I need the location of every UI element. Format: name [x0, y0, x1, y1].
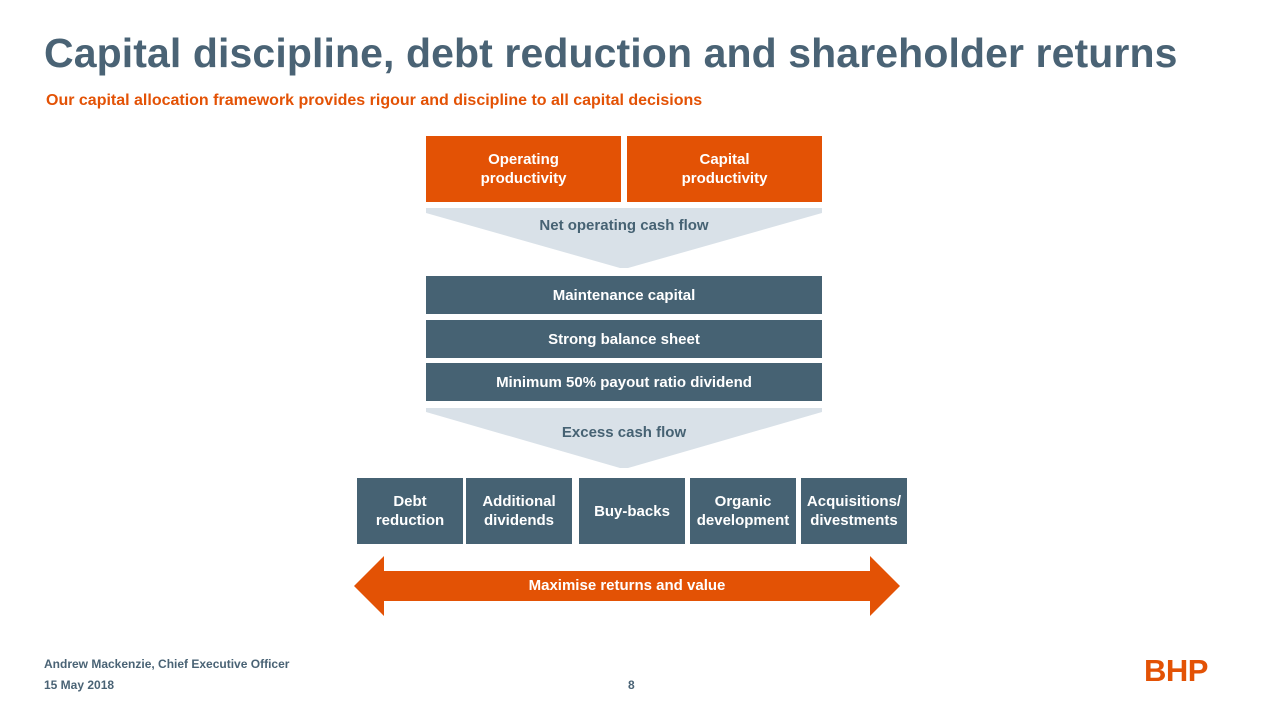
- page-number: 8: [628, 678, 635, 692]
- excess-cash-flow-label: Excess cash flow: [561, 424, 687, 441]
- operating-productivity-label: Operating productivity: [480, 151, 567, 187]
- maintenance-capital-bar: Maintenance capital: [426, 276, 822, 314]
- minimum-dividend-bar: Minimum 50% payout ratio dividend: [426, 363, 822, 401]
- double-headed-arrow-icon: [354, 556, 900, 616]
- acquisitions-divestments-label: Acquisitions/ divestments: [806, 493, 902, 529]
- bhp-logo: BHP: [1144, 653, 1208, 688]
- strong-balance-sheet-label: Strong balance sheet: [548, 330, 700, 348]
- debt-reduction-box: Debt reduction: [357, 478, 463, 544]
- additional-dividends-box: Additional dividends: [466, 478, 572, 544]
- presenter-name: Andrew Mackenzie, Chief Executive Office…: [44, 657, 290, 671]
- maximise-returns-label: Maximise returns and value: [528, 577, 726, 594]
- debt-reduction-label: Debt reduction: [375, 493, 445, 529]
- net-operating-cash-flow-chevron: [426, 208, 822, 268]
- net-operating-cash-flow-label: Net operating cash flow: [539, 217, 709, 234]
- acquisitions-divestments-box: Acquisitions/ divestments: [801, 478, 907, 544]
- slide-subtitle: Our capital allocation framework provide…: [46, 92, 703, 109]
- buy-backs-box: Buy-backs: [579, 478, 685, 544]
- minimum-dividend-label: Minimum 50% payout ratio dividend: [496, 373, 752, 391]
- buy-backs-label: Buy-backs: [594, 502, 670, 520]
- slide-title: Capital discipline, debt reduction and s…: [44, 30, 1178, 76]
- additional-dividends-label: Additional dividends: [482, 493, 556, 529]
- strong-balance-sheet-bar: Strong balance sheet: [426, 320, 822, 358]
- capital-productivity-box: Capital productivity: [627, 136, 822, 202]
- maintenance-capital-label: Maintenance capital: [552, 286, 696, 304]
- organic-development-box: Organic development: [690, 478, 796, 544]
- operating-productivity-box: Operating productivity: [426, 136, 621, 202]
- capital-productivity-label: Capital productivity: [681, 151, 768, 187]
- presentation-date: 15 May 2018: [44, 678, 115, 692]
- excess-cash-flow-chevron: [426, 408, 822, 468]
- organic-development-label: Organic development: [696, 493, 790, 529]
